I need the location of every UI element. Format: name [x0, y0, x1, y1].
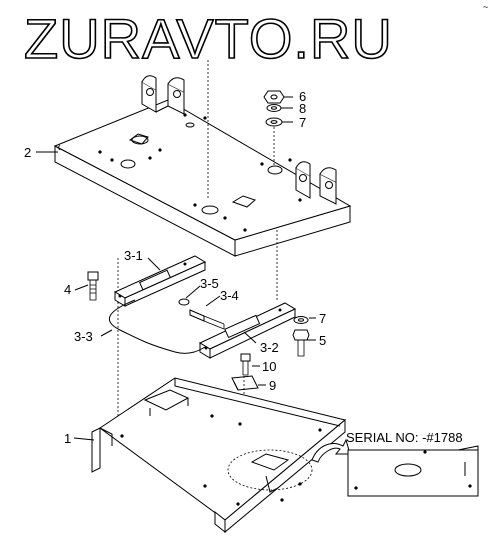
clip-9 — [231, 375, 259, 391]
corner-mark: ~ — [483, 2, 488, 12]
callout-3-2: 3-2 — [260, 340, 279, 355]
leader-lines — [36, 96, 316, 441]
callout-3-1: 3-1 — [124, 248, 143, 263]
nut-washer-stack — [263, 90, 285, 165]
watermark-text: ZURAVTO.RU — [24, 7, 393, 70]
callout-3-3: 3-3 — [74, 329, 93, 344]
callout-10: 10 — [262, 359, 276, 374]
bolt-3-4 — [178, 298, 225, 330]
callout-4: 4 — [64, 282, 71, 297]
callout-3-4: 3-4 — [220, 288, 239, 303]
callout-3-5: 3-5 — [200, 276, 219, 291]
washer-and-bolt-5 — [292, 316, 310, 357]
seat-rail-left — [113, 255, 207, 307]
seat-rail-right — [198, 302, 297, 359]
callout-9: 9 — [269, 378, 276, 393]
callout-6: 6 — [299, 89, 306, 104]
hinge-bracket-rear — [141, 75, 185, 115]
callout-labels: 6 8 7 2 3-1 4 3-5 3-4 7 3-3 5 3-2 10 9 1 — [24, 89, 326, 446]
release-wire — [108, 299, 206, 354]
callout-2: 2 — [24, 145, 31, 160]
serial-note: SERIAL NO: -#1788 — [346, 430, 463, 445]
hinge-bracket-front — [295, 161, 337, 205]
callout-7: 7 — [299, 115, 306, 130]
callout-8: 8 — [299, 101, 306, 116]
bolt-10 — [240, 353, 251, 376]
callout-7b: 7 — [319, 311, 326, 326]
serial-detail-inset — [347, 445, 479, 497]
callout-1: 1 — [64, 431, 71, 446]
bolt-4 — [87, 271, 99, 301]
seat-plate — [53, 75, 352, 257]
base-frame — [91, 377, 347, 534]
callout-5: 5 — [319, 333, 326, 348]
detail-arrow — [311, 438, 351, 463]
